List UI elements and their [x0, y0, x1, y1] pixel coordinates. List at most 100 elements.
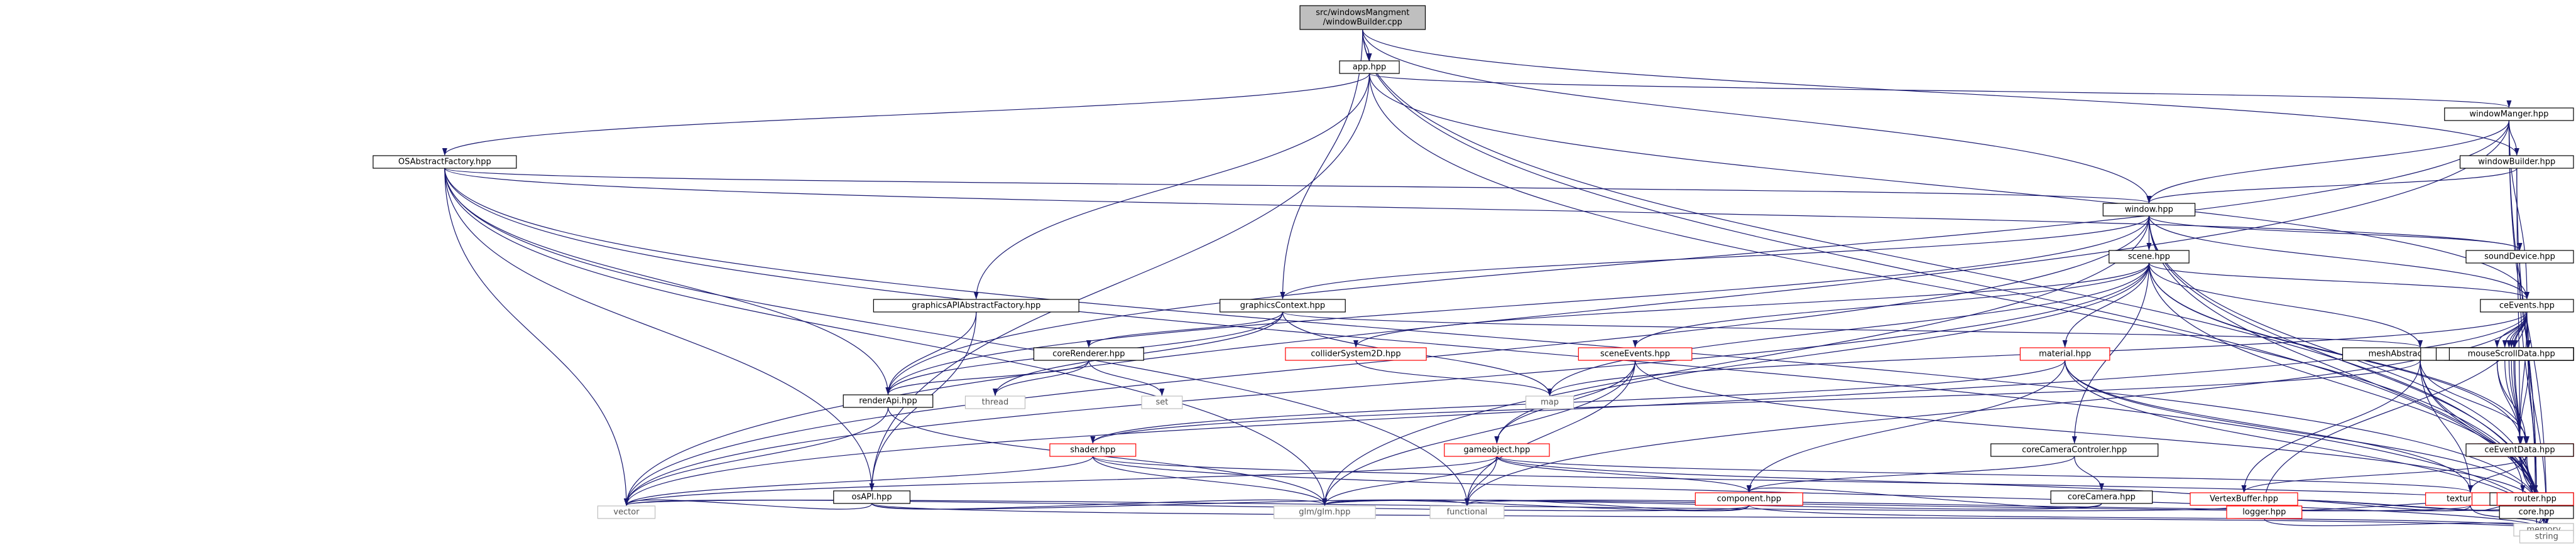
- edge-scene-to-map: [1547, 262, 2150, 396]
- node-label-sceneEvents: sceneEvents.hpp: [1600, 350, 1670, 359]
- node-box-windowBuilder: [2459, 155, 2574, 169]
- node-box-VertexBuffer: [2190, 492, 2298, 506]
- node-label-coreCamera: coreCamera.hpp: [2068, 493, 2136, 502]
- node-VertexBuffer[interactable]: VertexBuffer.hpp: [2190, 492, 2298, 506]
- node-vector: vector: [597, 505, 656, 519]
- edge-OSAbstractFactory-to-soundDevice: [444, 168, 2522, 250]
- edge-OSAbstractFactory-to-string: [444, 168, 2550, 530]
- node-box-graphicsAPIAbstractFactory: [873, 299, 1079, 313]
- node-graphicsAPIAbstractFactory[interactable]: graphicsAPIAbstractFactory.hpp: [873, 299, 1079, 313]
- edge-material-to-component: [1746, 360, 2066, 493]
- node-shader[interactable]: shader.hpp: [1049, 443, 1137, 457]
- edge-scene-to-colliderSystem2D: [1353, 262, 2150, 348]
- node-box-window: [2102, 203, 2196, 217]
- node-label-logger: logger.hpp: [2242, 508, 2286, 517]
- edge-colliderSystem2D-to-map: [1355, 360, 1553, 396]
- node-soundDevice[interactable]: soundDevice.hpp: [2465, 250, 2574, 264]
- node-scene[interactable]: scene.hpp: [2109, 250, 2190, 264]
- edge-sceneEvents-to-glm: [1322, 360, 1636, 506]
- node-osAPI[interactable]: osAPI.hpp: [833, 490, 910, 504]
- node-label-windowManger: windowManger.hpp: [2469, 110, 2548, 119]
- node-layer: src/windowsMangment/windowBuilder.cpp app…: [373, 5, 2574, 544]
- node-root[interactable]: src/windowsMangment/windowBuilder.cpp: [1299, 5, 1426, 30]
- edge-app-to-windowManger: [1368, 73, 2511, 108]
- edge-coreCameraControler-to-component: [1747, 456, 2075, 493]
- edge-texture-to-glm: [1323, 498, 2471, 512]
- node-router[interactable]: router.hpp: [2496, 492, 2574, 506]
- node-sceneEvents[interactable]: sceneEvents.hpp: [1578, 347, 1693, 361]
- edge-OSAbstractFactory-to-glm: [444, 168, 1328, 506]
- edge-component-to-functional: [1465, 498, 1750, 512]
- node-label-string: string: [2535, 532, 2558, 542]
- edge-shader-to-glm: [1092, 456, 1328, 506]
- edge-gameobject-to-component: [1496, 456, 1752, 493]
- edge-window-to-glm: [1322, 215, 2150, 506]
- edge-coreCamera-to-component: [1747, 485, 2102, 508]
- node-label-graphicsAPIAbstractFactory: graphicsAPIAbstractFactory.hpp: [912, 301, 1040, 311]
- node-material[interactable]: material.hpp: [2019, 347, 2110, 361]
- edge-root-to-graphicsContext: [1280, 29, 1363, 299]
- node-component[interactable]: component.hpp: [1695, 492, 1803, 506]
- node-box-set: [1141, 395, 1183, 409]
- node-window[interactable]: window.hpp: [2102, 203, 2196, 217]
- node-box-windowManger: [2444, 107, 2574, 121]
- edge-gameobject-to-texture: [1496, 456, 2473, 493]
- node-box-material: [2019, 347, 2110, 361]
- edge-meshAbstractFactory-to-vertexArray: [2420, 360, 2530, 444]
- node-map: map: [1525, 395, 1575, 409]
- edge-graphicsContext-to-meshAbstractFactory: [1282, 311, 2423, 348]
- node-label-ceEvents: ceEvents.hpp: [2499, 301, 2555, 311]
- edge-shader-to-vector: [624, 456, 1093, 506]
- node-colliderSystem2D[interactable]: colliderSystem2D.hpp: [1285, 347, 1427, 361]
- node-label-gameobject: gameobject.hpp: [1464, 446, 1531, 455]
- node-coreCameraControler[interactable]: coreCameraControler.hpp: [1990, 443, 2159, 457]
- edge-meshAbstractFactory-to-texture: [2420, 360, 2473, 493]
- node-OSAbstractFactory[interactable]: OSAbstractFactory.hpp: [373, 155, 517, 169]
- edge-coreRenderer-to-thread: [993, 360, 1089, 396]
- node-ceEvents[interactable]: ceEvents.hpp: [2480, 299, 2574, 313]
- node-label-app: app.hpp: [1353, 63, 1386, 72]
- node-box-coreCamera: [2050, 490, 2153, 504]
- node-windowBuilder[interactable]: windowBuilder.hpp: [2459, 155, 2574, 169]
- node-box-map: [1525, 395, 1575, 409]
- node-label-root: /windowBuilder.cpp: [1323, 18, 1402, 27]
- edge-gameobject-to-glm: [1322, 456, 1498, 506]
- node-box-scene: [2109, 250, 2190, 264]
- node-mouseScrollData[interactable]: mouseScrollData.hpp: [2448, 347, 2574, 361]
- node-windowManger[interactable]: windowManger.hpp: [2444, 107, 2574, 121]
- node-app[interactable]: app.hpp: [1339, 60, 1400, 74]
- node-ceEventData[interactable]: ceEventData.hpp: [2465, 443, 2574, 457]
- node-label-windowBuilder: windowBuilder.hpp: [2478, 158, 2555, 167]
- edge-ceEvents-to-vector: [624, 311, 2528, 506]
- edge-app-to-core: [1368, 73, 2540, 506]
- edge-OSAbstractFactory-to-vector: [444, 168, 629, 506]
- edge-windowManger-to-windowBuilder: [2508, 120, 2519, 156]
- node-box-coreCameraControler: [1990, 443, 2159, 457]
- edge-root-to-string: [1362, 29, 2550, 530]
- edge-component-to-vector: [624, 498, 1750, 512]
- edge-windowBuilder-to-window: [2146, 168, 2518, 203]
- node-graphicsContext[interactable]: graphicsContext.hpp: [1220, 299, 1346, 313]
- node-set: set: [1141, 395, 1183, 409]
- node-core[interactable]: core.hpp: [2499, 505, 2574, 519]
- edge-windowManger-to-vector: [624, 120, 2509, 506]
- node-renderApi[interactable]: renderApi.hpp: [843, 394, 934, 408]
- node-coreCamera[interactable]: coreCamera.hpp: [2050, 490, 2153, 504]
- node-box-glm: [1274, 505, 1376, 519]
- node-label-shader: shader.hpp: [1070, 446, 1115, 455]
- edge-renderApi-to-vector: [624, 407, 889, 506]
- edge-osAPI-to-glm: [871, 498, 1328, 510]
- node-label-core: core.hpp: [2519, 508, 2555, 517]
- edge-material-to-core: [2065, 360, 2540, 506]
- node-label-functional: functional: [1447, 508, 1488, 517]
- node-logger[interactable]: logger.hpp: [2226, 505, 2303, 519]
- node-gameobject[interactable]: gameobject.hpp: [1444, 443, 1550, 457]
- edge-window-to-soundDevice: [2148, 215, 2523, 250]
- node-label-mouseScrollData: mouseScrollData.hpp: [2468, 350, 2555, 359]
- edge-scene-to-coreCameraControler: [2071, 262, 2150, 444]
- node-coreRenderer[interactable]: coreRenderer.hpp: [1033, 347, 1144, 361]
- edge-KeyData-to-ceEventData: [2517, 360, 2530, 444]
- edge-OSAbstractFactory-to-functional: [444, 168, 1470, 506]
- edge-ceEvents-to-ceEventData: [2517, 311, 2528, 444]
